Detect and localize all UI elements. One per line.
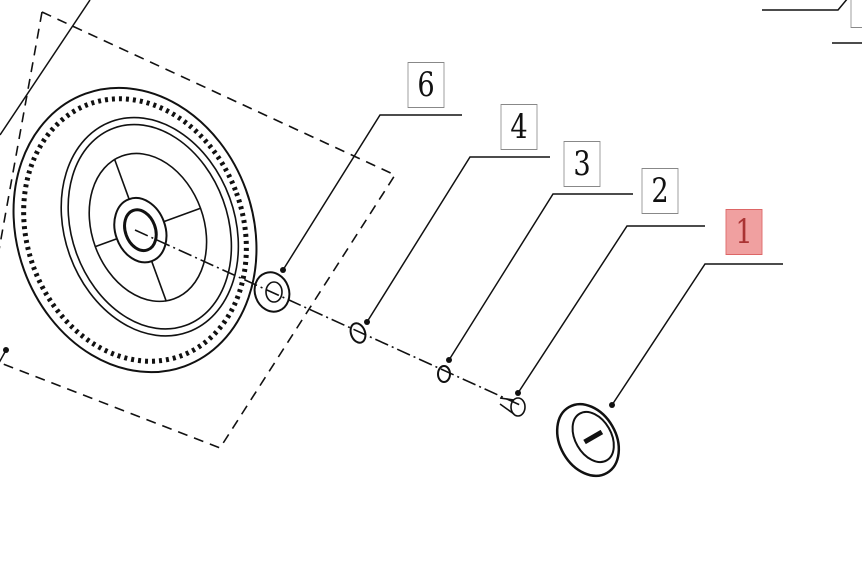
- leader-dots: [3, 267, 615, 408]
- hub-cap: [555, 402, 621, 478]
- washer: [349, 322, 367, 344]
- callout-5[interactable]: 5: [850, 0, 862, 28]
- leader-lines: [0, 0, 862, 406]
- bearing: [253, 271, 291, 313]
- wheel: [12, 86, 258, 374]
- axle-centerline: [134, 229, 521, 406]
- assembly-dashed-outline: [0, 10, 397, 449]
- callout-4[interactable]: 4: [500, 104, 538, 150]
- callout-1[interactable]: 1: [725, 209, 763, 255]
- spacer: [437, 365, 451, 383]
- callout-3[interactable]: 3: [563, 141, 601, 187]
- callout-6[interactable]: 6: [407, 62, 445, 108]
- bolt: [499, 397, 526, 417]
- callout-2[interactable]: 2: [641, 168, 679, 214]
